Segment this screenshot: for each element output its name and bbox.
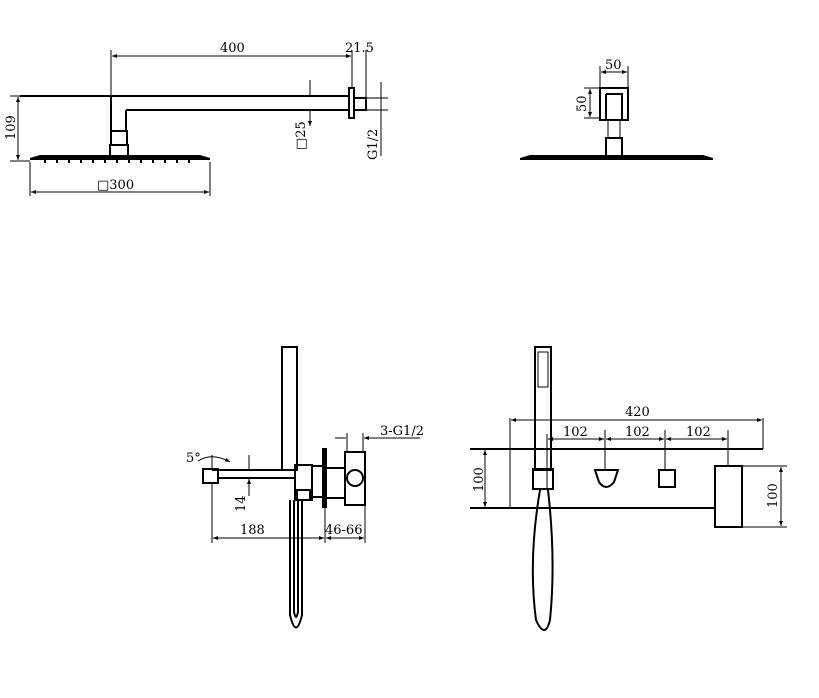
dim-outlets: 3-G1/2: [380, 424, 424, 439]
angle-arc: [197, 456, 231, 463]
wall-bracket: [599, 87, 629, 121]
spout: [212, 469, 296, 479]
hose: [531, 489, 554, 631]
dim-spout-height: 14: [234, 495, 249, 512]
dim-bracket-height: 50: [575, 95, 590, 112]
shower-arm: [20, 95, 349, 133]
dim-plate-height: 100: [472, 467, 487, 492]
valve-port: [346, 469, 364, 487]
mixer-side-view: 3-G1/2 5° 14 188 46-66: [186, 346, 424, 629]
dim-spout-angle: 5°: [186, 451, 201, 466]
dim-arm-length: 400: [220, 41, 245, 56]
hose: [289, 500, 303, 629]
valve-body: [344, 451, 366, 506]
lever-handle: [714, 465, 743, 528]
dim-wall-depth: 46-66: [325, 523, 362, 538]
hand-shower: [534, 346, 552, 471]
hand-shower: [281, 346, 298, 471]
dim-flange-depth: 21.5: [345, 41, 374, 56]
head-connector: [605, 137, 623, 158]
extension-lines: [110, 50, 367, 98]
thread-nipple: [353, 97, 367, 111]
extension-109: [10, 95, 30, 162]
dim-thread: G1/2: [366, 129, 381, 160]
dim-height: 109: [4, 115, 19, 140]
swivel-joint: [110, 130, 128, 146]
spout-tip: [202, 468, 219, 484]
dim-spacing-1: 102: [563, 425, 588, 440]
diverter-knob: [593, 469, 620, 488]
dim-g12-lines: [366, 82, 388, 156]
dim-spacing-3: 102: [686, 425, 711, 440]
extension-300: [29, 162, 211, 196]
dim-spout-reach: 188: [240, 523, 265, 538]
overhead-shower-side-view: 400 21.5 □25 G1/2 109 □300: [4, 41, 388, 196]
nozzles: [44, 160, 190, 163]
square-button: [658, 469, 676, 488]
dim-bracket-width: 50: [605, 58, 622, 73]
dim-arm-section: □25: [294, 121, 309, 150]
dim-spacing-2: 102: [625, 425, 650, 440]
spray-face: [537, 351, 549, 388]
panel-edges: [470, 448, 763, 509]
hose-connector: [296, 489, 311, 501]
shower-head: [520, 155, 713, 160]
overhead-shower-front-view: 50 50: [520, 58, 713, 160]
wall-plate: [322, 448, 327, 508]
dim-plate-width: 420: [625, 405, 650, 420]
dim-handle-height: 100: [766, 483, 781, 508]
shower-head: [30, 155, 210, 160]
mixer-front-view: 420 102 102 102 100 100: [470, 346, 787, 631]
dim-head-size: □300: [97, 178, 134, 193]
holder: [532, 468, 554, 490]
